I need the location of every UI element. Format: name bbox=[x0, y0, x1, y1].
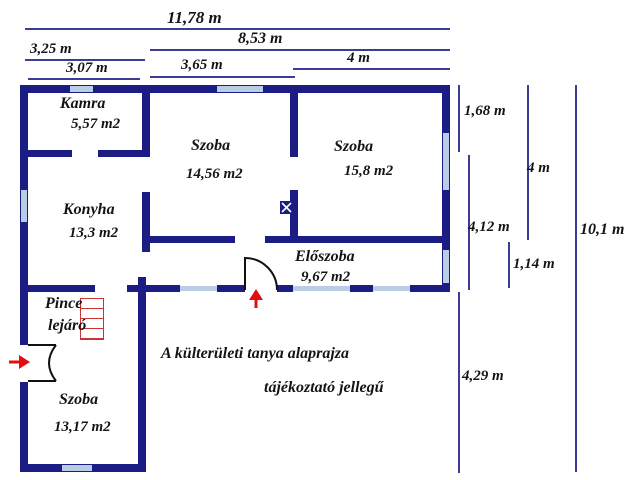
room-label-szoba-middle: Szoba bbox=[191, 137, 231, 154]
room-area-eloszoba: 9,67 m2 bbox=[301, 269, 351, 285]
room-area-kamra: 5,57 m2 bbox=[71, 116, 121, 132]
room-area-szoba-bottom: 13,17 m2 bbox=[54, 419, 111, 435]
dim-label-room-height: 4 m bbox=[527, 160, 550, 176]
wall-bottom-segment bbox=[410, 285, 450, 292]
dim-label-window-height: 1,68 m bbox=[464, 103, 506, 119]
wall-bottom-segment bbox=[217, 285, 245, 292]
dim-label-right-section: 8,53 m bbox=[238, 30, 283, 47]
side-door-icon bbox=[28, 344, 57, 382]
side-arrow-icon bbox=[9, 355, 30, 369]
room-label-pince-2: lejáró bbox=[48, 317, 87, 334]
window-eloszoba-bottom-1 bbox=[180, 286, 217, 291]
dim-line-eloszoba-height bbox=[508, 242, 510, 288]
window-szoba-middle-top bbox=[217, 86, 263, 92]
wall-wing-right bbox=[138, 277, 146, 472]
wall-szoba-divider-upper bbox=[290, 85, 298, 157]
room-label-szoba-right: Szoba bbox=[334, 138, 374, 155]
dim-label-eloszoba-height: 1,14 m bbox=[513, 256, 555, 272]
room-label-pince-1: Pince bbox=[45, 295, 83, 312]
wall-left bbox=[20, 85, 28, 292]
wall-wing-left-upper bbox=[20, 292, 28, 345]
wall-bottom-segment bbox=[277, 285, 293, 292]
dim-label-wing-height: 4,29 m bbox=[462, 368, 504, 384]
window-wing-bottom bbox=[62, 465, 92, 471]
basement-stairs-icon bbox=[80, 298, 104, 340]
note-line-1: A külterületi tanya alaprajza bbox=[161, 345, 350, 362]
dim-line-wing-height bbox=[458, 292, 460, 473]
window-eloszoba-right bbox=[443, 250, 449, 283]
dim-line-kamra-width bbox=[28, 78, 140, 80]
wall-wing-left-lower bbox=[20, 382, 28, 472]
wall-szoba-divider-lower bbox=[290, 190, 298, 236]
dim-line-window-height bbox=[458, 85, 460, 152]
wall-eloszoba-top-left bbox=[142, 236, 235, 243]
dim-line-room-height bbox=[527, 85, 529, 240]
wall-kamra-bottom-right bbox=[98, 150, 150, 157]
room-area-konyha: 13,3 m2 bbox=[69, 225, 119, 241]
room-label-szoba-bottom: Szoba bbox=[59, 391, 99, 408]
entrance-door-icon bbox=[244, 256, 278, 291]
window-szoba-right bbox=[443, 133, 449, 190]
note-line-2: tájékoztató jellegű bbox=[264, 379, 384, 396]
dim-line-side-height bbox=[468, 155, 470, 290]
window-konyha-left bbox=[21, 190, 27, 222]
dim-line-total-height bbox=[575, 85, 577, 472]
window-kamra-top bbox=[70, 86, 93, 92]
dim-label-side-height: 4,12 m bbox=[468, 219, 510, 235]
dim-label-kamra-width: 3,07 m bbox=[66, 60, 108, 76]
dim-label-middle-room-width: 3,65 m bbox=[181, 57, 223, 73]
room-area-szoba-middle: 14,56 m2 bbox=[186, 166, 243, 182]
dim-label-total-width: 11,78 m bbox=[167, 8, 222, 27]
dim-line-left-section bbox=[25, 59, 145, 61]
dim-line-right-room-width bbox=[293, 68, 450, 70]
wall-eloszoba-top-right bbox=[265, 236, 442, 243]
room-label-konyha: Konyha bbox=[63, 201, 115, 218]
wall-konyha-right bbox=[142, 192, 150, 252]
window-eloszoba-bottom-3 bbox=[373, 286, 410, 291]
room-area-szoba-right: 15,8 m2 bbox=[344, 163, 394, 179]
room-label-eloszoba: Előszoba bbox=[295, 248, 355, 265]
dim-label-total-height: 10,1 m bbox=[580, 221, 625, 238]
wall-bottom-segment bbox=[127, 285, 180, 292]
room-label-kamra: Kamra bbox=[60, 95, 106, 112]
wall-kamra-bottom-left bbox=[20, 150, 72, 157]
entrance-arrow-icon bbox=[249, 289, 263, 308]
dim-line-total-width bbox=[25, 28, 450, 30]
window-eloszoba-bottom-2 bbox=[293, 286, 350, 291]
wall-kamra-right bbox=[142, 85, 150, 157]
wall-bottom-segment bbox=[350, 285, 373, 292]
dim-label-left-section: 3,25 m bbox=[30, 41, 72, 57]
dim-label-right-room-width: 4 m bbox=[347, 50, 370, 66]
dim-line-middle-room-width bbox=[150, 76, 295, 78]
dim-line-right-section bbox=[150, 49, 450, 51]
wall-konyha-bottom bbox=[20, 285, 95, 292]
